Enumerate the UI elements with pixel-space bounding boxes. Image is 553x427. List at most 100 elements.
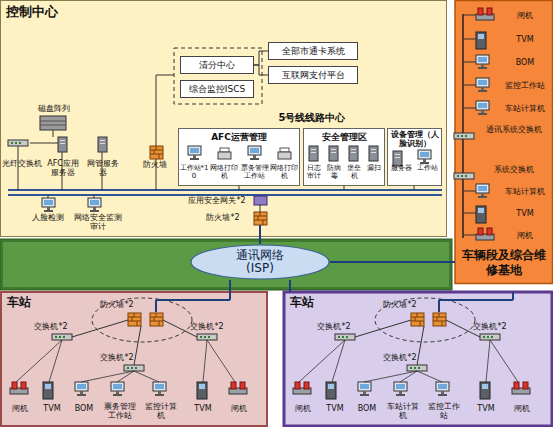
shape bbox=[59, 336, 61, 338]
wire bbox=[463, 191, 476, 192]
link-line bbox=[229, 280, 231, 292]
device-label: 防火墙*2 bbox=[379, 301, 421, 310]
shape bbox=[240, 382, 245, 389]
shape bbox=[111, 382, 124, 391]
shape bbox=[8, 140, 28, 146]
link-line bbox=[254, 65, 268, 75]
wire bbox=[364, 371, 417, 382]
wire bbox=[254, 220, 267, 221]
shape bbox=[3, 242, 449, 287]
shape bbox=[208, 336, 210, 338]
shape bbox=[253, 155, 256, 158]
shape bbox=[42, 198, 55, 207]
device-label: 工作站*10 bbox=[179, 165, 209, 180]
wire bbox=[134, 371, 159, 382]
device-label: 闸机 bbox=[498, 232, 552, 241]
wire bbox=[463, 62, 476, 63]
shape bbox=[309, 146, 318, 161]
node-text: 控制中心 bbox=[0, 0, 447, 24]
shape bbox=[478, 34, 484, 39]
device-label: 人脸检测 bbox=[28, 214, 68, 223]
shape bbox=[44, 210, 53, 212]
network-link bbox=[290, 280, 291, 292]
shape bbox=[90, 210, 99, 212]
shape bbox=[478, 67, 487, 69]
shape bbox=[193, 155, 196, 158]
shape bbox=[476, 184, 489, 193]
shape bbox=[44, 200, 53, 205]
shape bbox=[47, 207, 50, 210]
shape bbox=[135, 367, 137, 369]
ellipse-shape bbox=[191, 245, 329, 279]
shape bbox=[19, 142, 21, 144]
shape bbox=[349, 146, 358, 161]
device-label: 交换机*2 bbox=[184, 323, 230, 332]
wire bbox=[486, 340, 490, 382]
node-text: AFC运营管理 bbox=[179, 129, 299, 144]
wire bbox=[203, 340, 207, 382]
shape bbox=[371, 152, 376, 153]
device-label: 通讯系统交换机 bbox=[476, 126, 552, 135]
node-text: 互联网支付平台 bbox=[269, 67, 357, 83]
node-text: 通讯网络 (ISP) bbox=[229, 249, 291, 275]
wire bbox=[442, 321, 443, 326]
shape bbox=[436, 382, 449, 391]
shape bbox=[465, 135, 467, 137]
shape bbox=[487, 336, 489, 338]
network-link bbox=[260, 237, 261, 244]
shape bbox=[55, 336, 57, 338]
wire bbox=[229, 292, 231, 300]
shape bbox=[481, 64, 484, 67]
shape bbox=[396, 394, 405, 396]
shape bbox=[220, 148, 229, 152]
shape bbox=[1, 1, 447, 237]
wire bbox=[8, 194, 442, 196]
shape bbox=[457, 175, 459, 177]
wire bbox=[207, 340, 235, 382]
wire bbox=[463, 235, 476, 236]
shape bbox=[478, 103, 487, 108]
shape bbox=[523, 382, 528, 389]
shape bbox=[371, 149, 376, 150]
shape bbox=[93, 207, 96, 210]
shape bbox=[45, 384, 51, 389]
shape bbox=[11, 142, 13, 144]
shape bbox=[128, 313, 141, 326]
network-link bbox=[254, 65, 268, 75]
wire bbox=[134, 313, 135, 317]
shape bbox=[328, 384, 334, 389]
device-label: TVM bbox=[469, 405, 503, 414]
shape bbox=[454, 133, 474, 139]
shape bbox=[454, 173, 474, 179]
wire bbox=[433, 321, 446, 322]
shape bbox=[360, 394, 369, 396]
shape bbox=[80, 391, 83, 394]
wire bbox=[155, 300, 157, 312]
shape bbox=[75, 382, 88, 391]
center-title: 5号线线路中心 bbox=[262, 112, 362, 123]
network-ellipse: 通讯网络 (ISP) bbox=[190, 244, 330, 280]
shape bbox=[369, 146, 378, 161]
shape bbox=[311, 152, 316, 153]
shape bbox=[124, 365, 144, 371]
shape bbox=[465, 175, 467, 177]
shape bbox=[478, 196, 487, 198]
wire bbox=[154, 150, 155, 154]
network-link bbox=[330, 262, 455, 263]
shape bbox=[351, 149, 356, 150]
shape bbox=[491, 336, 493, 338]
shape bbox=[250, 158, 259, 160]
wire bbox=[81, 371, 134, 382]
shape bbox=[476, 32, 486, 49]
shape bbox=[457, 135, 459, 137]
system-box: 清分中心 bbox=[180, 56, 254, 74]
wire bbox=[137, 321, 138, 326]
shape bbox=[478, 228, 483, 235]
device-label: BOM bbox=[67, 405, 101, 414]
shape bbox=[476, 206, 486, 223]
shape bbox=[480, 382, 490, 399]
shape bbox=[395, 154, 400, 155]
shape bbox=[480, 334, 500, 340]
wire bbox=[463, 108, 476, 109]
shape bbox=[331, 152, 336, 153]
